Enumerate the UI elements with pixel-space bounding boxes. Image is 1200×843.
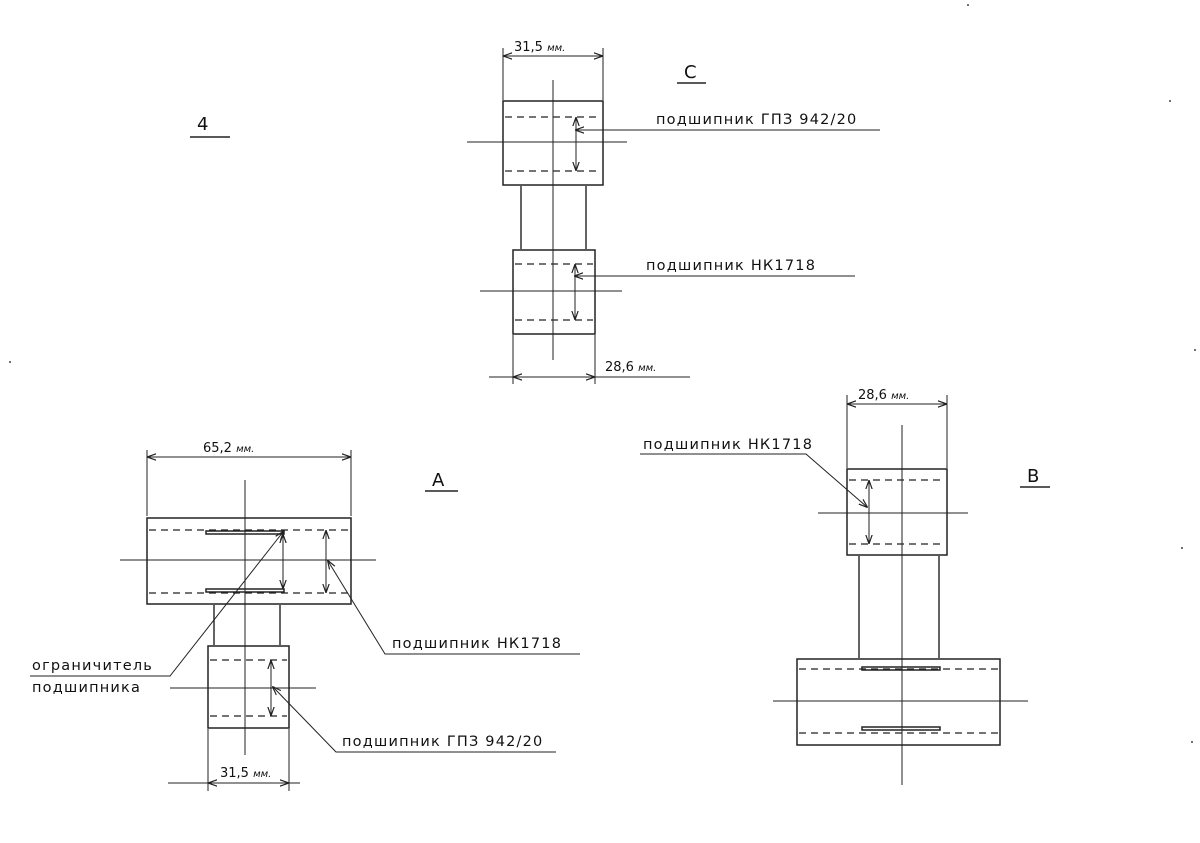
svg-text:31,5 мм.: 31,5 мм. (514, 40, 565, 55)
view-a-top-dimension: 65,2 мм. (146, 441, 352, 516)
svg-text:подшипник НК1718: подшипник НК1718 (643, 437, 813, 453)
view-b-shaft (858, 556, 940, 658)
view-b: B 28,6 мм. (640, 388, 1050, 785)
svg-text:C: C (684, 62, 697, 83)
svg-text:28,6 мм.: 28,6 мм. (858, 388, 909, 403)
svg-text:подшипник НК1718: подшипник НК1718 (392, 636, 562, 652)
svg-text:подшипника: подшипника (32, 680, 141, 696)
view-a-bottom-dimension: 31,5 мм. (168, 729, 300, 791)
svg-text:4: 4 (197, 114, 208, 135)
svg-text:A: A (432, 470, 445, 491)
view-c: C 31,5 мм. (467, 40, 880, 384)
view-a-limiter-label: ограничитель подшипника (30, 532, 283, 696)
svg-text:подшипник НК1718: подшипник НК1718 (646, 258, 816, 274)
view-c-upper-bearing-label: подшипник ГПЗ 942/20 (576, 112, 880, 130)
view-a-shaft (213, 605, 281, 645)
svg-text:B: B (1027, 466, 1039, 487)
view-a-bearing-label: подшипник НК1718 (328, 561, 580, 655)
view-b-bearing-label: подшипник НК1718 (640, 437, 867, 507)
svg-text:ограничитель: ограничитель (32, 658, 153, 674)
view-a-main-bearing (146, 517, 352, 605)
svg-text:подшипник ГПЗ 942/20: подшипник ГПЗ 942/20 (342, 734, 543, 750)
scan-specks (9, 4, 1196, 743)
view-b-lower-bearing (796, 658, 1001, 746)
view-c-bottom-dimension: 28,6 мм. (489, 335, 690, 384)
sheet-number: 4 (190, 114, 230, 138)
view-c-lower-bearing (512, 249, 596, 335)
view-b-upper-bearing (846, 468, 948, 556)
svg-text:31,5 мм.: 31,5 мм. (220, 766, 271, 781)
view-c-lower-bearing-label: подшипник НК1718 (575, 258, 855, 276)
view-c-letter: C (677, 62, 706, 84)
svg-text:28,6 мм.: 28,6 мм. (605, 360, 656, 375)
view-b-letter: B (1020, 466, 1050, 488)
view-c-top-dimension: 31,5 мм. (502, 40, 604, 100)
view-a: A 65,2 мм. (30, 441, 580, 791)
svg-text:подшипник ГПЗ 942/20: подшипник ГПЗ 942/20 (656, 112, 857, 128)
view-b-top-dimension: 28,6 мм. (846, 388, 948, 468)
view-c-shaft (520, 186, 587, 249)
view-a-letter: A (425, 470, 458, 492)
view-a-lower-bearing (207, 645, 290, 729)
view-a-lower-bearing-label: подшипник ГПЗ 942/20 (273, 687, 556, 753)
svg-text:65,2 мм.: 65,2 мм. (203, 441, 254, 456)
